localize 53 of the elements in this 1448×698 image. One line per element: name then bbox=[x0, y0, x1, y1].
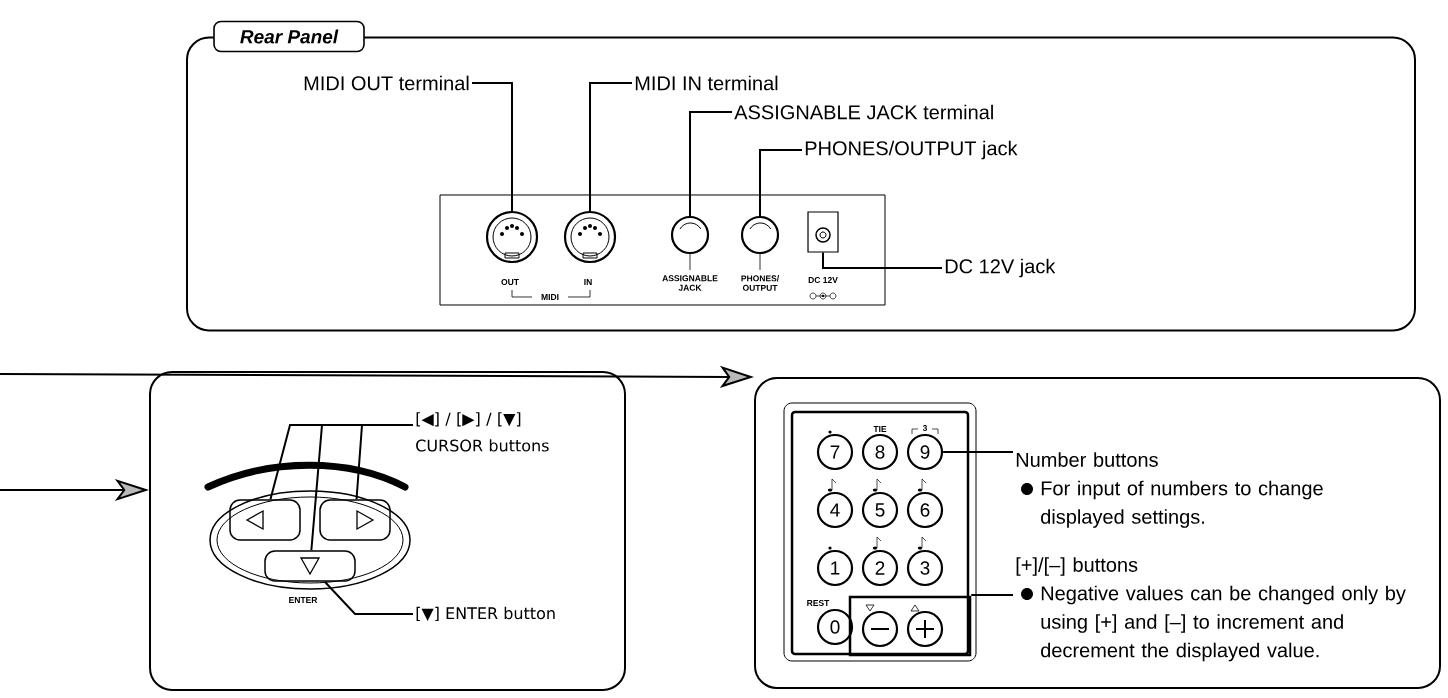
number-button: 1 bbox=[816, 549, 854, 587]
leader-line bbox=[323, 580, 414, 615]
number-button: 0 bbox=[816, 608, 854, 646]
leader-line bbox=[355, 424, 414, 501]
callout-text: PHONES/OUTPUT jack bbox=[805, 140, 1018, 160]
panel-label: ENTER bbox=[289, 597, 318, 603]
triplet-mark: 3 bbox=[911, 425, 939, 435]
jack-socket bbox=[740, 215, 780, 255]
number-button: 3 bbox=[906, 549, 944, 587]
panel-label: OUT bbox=[501, 279, 519, 285]
panel-label: REST bbox=[807, 600, 830, 606]
panel-label: TIE bbox=[873, 426, 887, 432]
leader-line bbox=[822, 251, 943, 269]
number-button: 9 bbox=[906, 433, 944, 471]
panel-label: IN bbox=[584, 279, 592, 285]
callout-text: Number buttons For input of numbers to change displayed settings. bbox=[1016, 452, 1323, 528]
jack-socket bbox=[670, 215, 710, 255]
cursor-button bbox=[319, 499, 391, 541]
number-button: 5 bbox=[861, 491, 899, 529]
panel-frame bbox=[754, 377, 1441, 689]
callout-text: ASSIGNABLE JACK terminal bbox=[734, 104, 993, 120]
leader-line bbox=[759, 149, 803, 217]
number-button: 4 bbox=[816, 491, 854, 529]
sign-button-panel bbox=[848, 595, 972, 657]
panel-frame bbox=[149, 371, 626, 691]
sign-button bbox=[906, 610, 944, 648]
cursor-button bbox=[229, 499, 301, 541]
callout-text: DC 12V jack bbox=[945, 258, 1056, 278]
callout-text: [+]/[–] buttons Negative values can be changed only by using [+] and [–] to increment and decrement the displayed value. bbox=[1016, 557, 1406, 662]
sign-button bbox=[861, 610, 899, 648]
leader-line bbox=[471, 82, 513, 212]
number-button: 6 bbox=[906, 491, 944, 529]
keypad bbox=[783, 402, 977, 662]
leader-line bbox=[942, 451, 1014, 453]
din-socket bbox=[563, 210, 617, 264]
callout-text: [▼] ENTER button bbox=[416, 606, 555, 622]
cursor-button bbox=[264, 550, 356, 582]
callout-text: [◀] / [▶] / [▼] CURSOR buttons bbox=[416, 412, 549, 452]
dc-jack bbox=[807, 211, 839, 253]
number-button: 7 bbox=[816, 433, 854, 471]
leader-line bbox=[689, 111, 733, 217]
panel-label: DC 12V bbox=[808, 277, 838, 283]
panel-label: PHONES/ OUTPUT bbox=[741, 275, 780, 291]
panel-label: ASSIGNABLE JACK bbox=[662, 275, 718, 291]
number-button: 8 bbox=[861, 433, 899, 471]
leader-line bbox=[589, 82, 633, 212]
rear-panel-plate bbox=[439, 194, 886, 306]
din-socket bbox=[485, 210, 539, 264]
number-button: 2 bbox=[861, 549, 899, 587]
panel-label: MIDI bbox=[540, 293, 560, 301]
leader-line bbox=[970, 594, 1014, 596]
callout-text: MIDI IN terminal bbox=[635, 75, 778, 91]
callout-text: MIDI OUT terminal bbox=[304, 75, 469, 91]
